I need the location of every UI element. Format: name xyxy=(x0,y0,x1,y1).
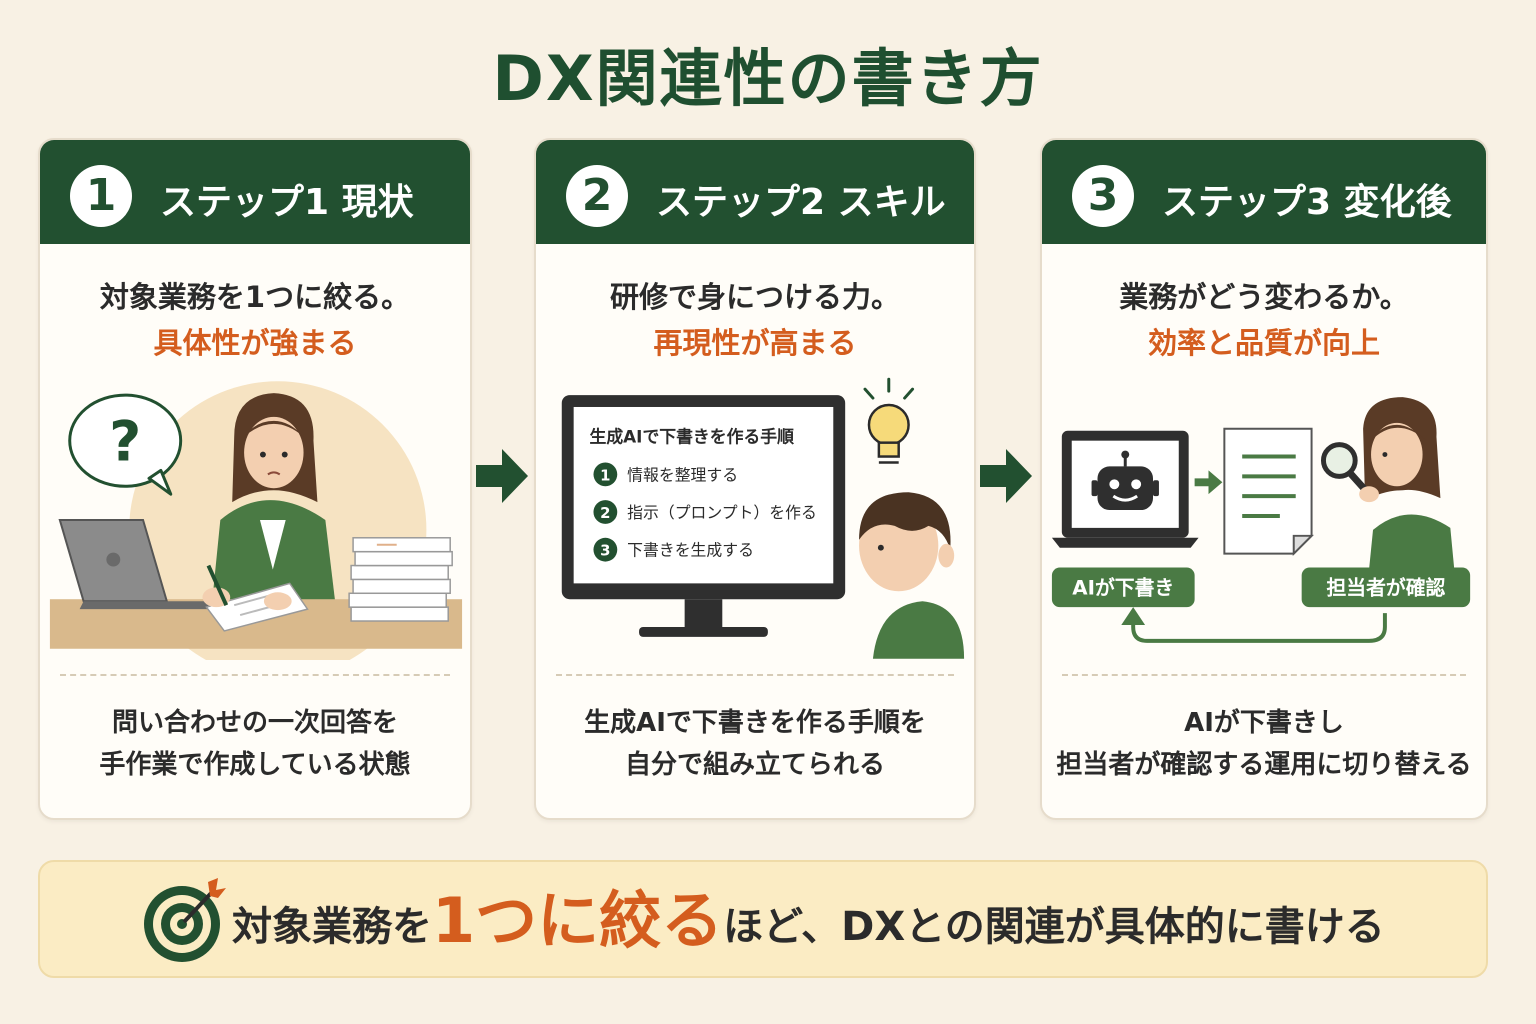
monitor-item-number: 1 xyxy=(600,466,610,484)
monitor-item-3: 3 下書きを生成する xyxy=(593,537,754,562)
reviewer-woman-figure xyxy=(1363,397,1455,570)
step-title-3: ステップ3 変化後 xyxy=(1162,182,1452,223)
cycle-arrow-icon xyxy=(1131,613,1387,643)
step-effect-2: 再現性が高まる xyxy=(653,326,857,360)
step-card-1: 1 ステップ1 現状 対象業務を1つに絞る。 具体性が強まる ? xyxy=(38,138,472,820)
arrow-right-icon xyxy=(980,449,1032,503)
monitor-item-number: 3 xyxy=(600,542,610,560)
monitor-item-text: 情報を整理する xyxy=(627,465,738,484)
step-title-2: ステップ2 スキル xyxy=(656,182,946,223)
step-desc-1-line-1: 問い合わせの一次回答を xyxy=(111,708,398,738)
monitor-item-1: 1 情報を整理する xyxy=(593,462,738,487)
step-headline-1: 対象業務を1つに絞る。 xyxy=(99,280,411,314)
monitor-item-number: 2 xyxy=(600,504,610,522)
summary-highlight: 1つに絞る xyxy=(432,884,724,957)
step-desc-3-line-2: 担当者が確認する運用に切り替える xyxy=(1056,750,1472,780)
step-desc-2-line-2: 自分で組み立てられる xyxy=(624,750,885,780)
step-number-3: 3 xyxy=(1072,165,1134,227)
laptop-icon xyxy=(58,518,223,610)
man-figure xyxy=(859,492,965,659)
step-effect-1: 具体性が強まる xyxy=(153,326,357,360)
divider xyxy=(60,674,450,676)
summary-text: 対象業務を1つに絞るほど、DXとの関連が具体的に書ける xyxy=(232,884,1385,958)
target-icon xyxy=(144,878,226,962)
divider xyxy=(1062,674,1466,676)
robot-icon xyxy=(1091,450,1159,511)
summary-text-post: ほど、DXとの関連が具体的に書ける xyxy=(723,904,1385,950)
bubble-question-mark: ? xyxy=(109,411,141,475)
summary-text-pre: 対象業務を xyxy=(232,904,432,950)
summary-banner: 対象業務を1つに絞るほど、DXとの関連が具体的に書ける xyxy=(38,860,1488,978)
label-reviewer-check: 担当者が確認 xyxy=(1326,576,1445,599)
step-desc-2-line-1: 生成AIで下書きを作る手順を xyxy=(584,708,926,738)
step-effect-3: 効率と品質が向上 xyxy=(1147,326,1380,360)
step-card-3: 3 ステップ3 変化後 業務がどう変わるか。 効率と品質が向上 xyxy=(1040,138,1488,820)
step-number-2: 2 xyxy=(566,165,628,227)
step-number-1: 1 xyxy=(70,165,132,227)
step-card-2: 2 ステップ2 スキル 研修で身につける力。 再現性が高まる 生成AIで下書きを… xyxy=(534,138,976,820)
lightbulb-icon xyxy=(863,377,915,464)
step-headline-3: 業務がどう変わるか。 xyxy=(1119,280,1409,314)
ai-workflow-illustration: AIが下書き 担当者が確認 xyxy=(1051,397,1471,643)
document-stack-icon xyxy=(348,537,453,622)
page-title: DX関連性の書き方 xyxy=(492,42,1044,115)
monitor-title: 生成AIで下書きを作る手順 xyxy=(590,427,795,447)
magnifier-icon xyxy=(1320,442,1379,503)
monitor-item-text: 下書きを生成する xyxy=(627,541,754,560)
worker-at-desk-illustration: ? xyxy=(49,381,463,660)
monitor-item-text: 指示（プロンプト）を作る xyxy=(627,503,817,522)
flow-arrow-icon xyxy=(1194,470,1223,495)
step-desc-1-line-2: 手作業で作成している状態 xyxy=(99,750,411,780)
label-ai-draft: AIが下書き xyxy=(1072,576,1174,599)
arrow-right-icon xyxy=(476,449,528,503)
speech-bubble-icon: ? xyxy=(68,393,183,496)
monitor-item-2: 2 指示（プロンプト）を作る xyxy=(593,500,817,524)
divider xyxy=(556,674,954,676)
monitor-icon xyxy=(561,395,846,637)
step-header-2: 2 ステップ2 スキル xyxy=(536,140,974,244)
monitor-learning-illustration: 生成AIで下書きを作る手順 1 情報を整理する 2 指示（プロンプト）を作る 3… xyxy=(561,377,965,659)
step-title-1: ステップ1 現状 xyxy=(160,182,414,223)
step-header-1: 1 ステップ1 現状 xyxy=(40,140,470,244)
worried-woman-figure xyxy=(210,393,338,620)
document-icon xyxy=(1223,427,1314,557)
step-header-3: 3 ステップ3 変化後 xyxy=(1042,140,1486,244)
step-desc-3-line-1: AIが下書きし xyxy=(1184,708,1344,738)
step-headline-2: 研修で身につける力。 xyxy=(609,280,900,314)
